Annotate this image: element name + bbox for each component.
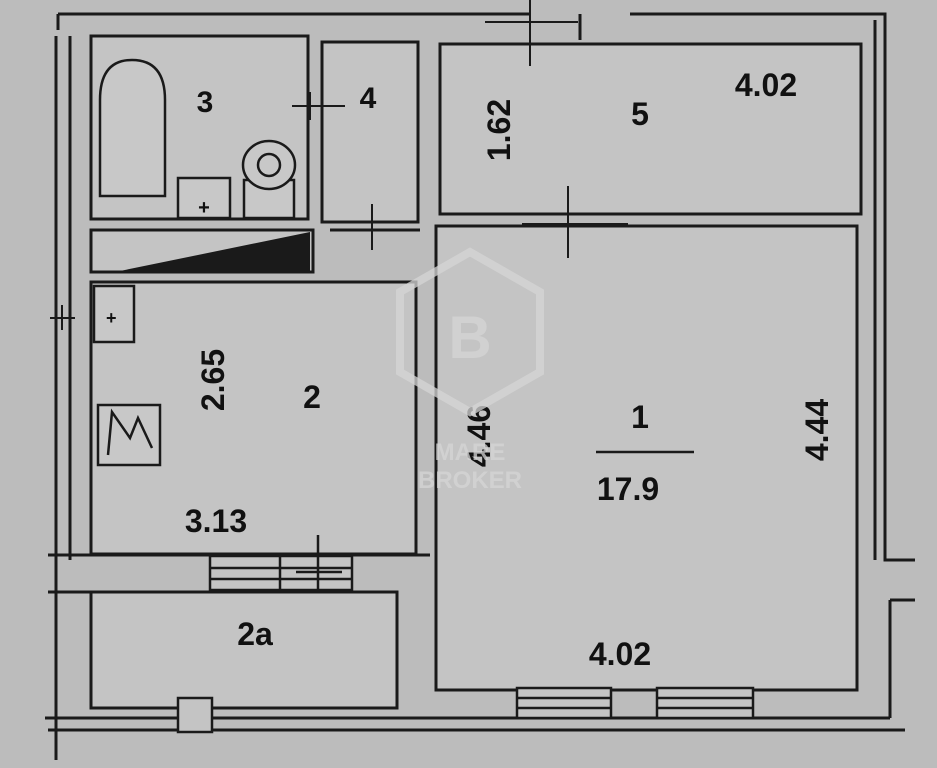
room-2a-number: 2а — [237, 616, 273, 652]
door-mark — [485, 0, 578, 66]
window-icon — [176, 696, 214, 734]
room-1-height-left: 4.46 — [461, 405, 497, 467]
room-4-number: 4 — [360, 82, 377, 115]
room-2-height: 2.65 — [195, 349, 231, 411]
room-5-width: 4.02 — [735, 67, 797, 103]
watermark-logo: B MARE BROKER — [396, 247, 544, 494]
built-in-cabinet — [89, 204, 420, 274]
room-2-width: 3.13 — [185, 503, 247, 539]
balcony-door — [48, 535, 430, 610]
door-mark — [350, 204, 395, 250]
room-1-living: 1 17.9 4.46 4.44 4.02 — [434, 186, 859, 720]
bathtub-icon — [98, 58, 167, 198]
room-3-number: 3 — [197, 86, 214, 119]
room-3-bathroom: + 3 — [89, 34, 310, 221]
watermark-line1: MARE — [435, 439, 506, 466]
room-5-kitchen: 5 4.02 1.62 — [438, 0, 863, 216]
svg-text:B: B — [448, 304, 491, 371]
sink-icon — [176, 176, 232, 220]
room-1-number: 1 — [631, 399, 649, 435]
toilet-icon — [241, 139, 297, 220]
room-5-number: 5 — [631, 96, 649, 132]
room-4: 4 — [292, 40, 420, 224]
watermark-line2: BROKER — [418, 467, 522, 494]
svg-text:+: + — [106, 308, 117, 328]
window-icon — [515, 686, 755, 720]
room-1-area: 17.9 — [597, 471, 659, 507]
room-5-height: 1.62 — [481, 99, 517, 161]
svg-text:+: + — [198, 197, 210, 219]
room-2a-loggia: 2а — [89, 590, 399, 734]
room-2-hallway: + 2 2.65 3.13 — [50, 280, 418, 556]
room-1-height-right: 4.44 — [799, 399, 835, 461]
room-2-number: 2 — [303, 379, 321, 415]
meter-box-icon — [92, 284, 136, 344]
door-mark — [50, 305, 75, 330]
door-mark — [522, 186, 628, 258]
door-mark — [292, 92, 345, 120]
room-1-width: 4.02 — [589, 636, 651, 672]
